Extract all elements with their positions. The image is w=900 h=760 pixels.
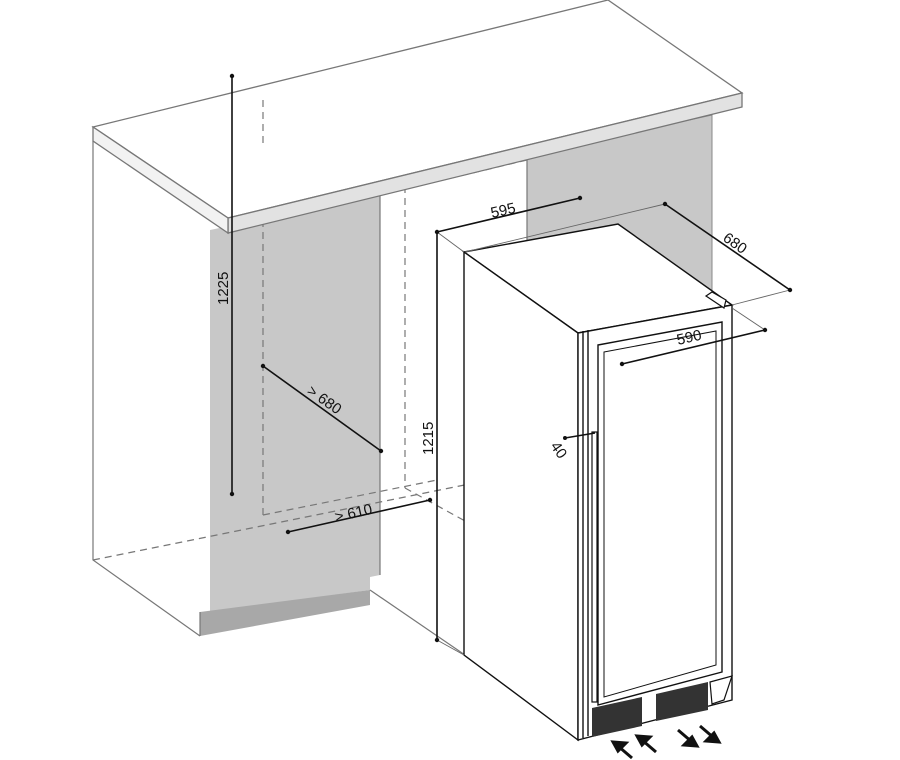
left-cabinet-side-panel [210, 195, 380, 612]
wine-cooler [462, 223, 734, 742]
vent-grille-left [592, 697, 642, 737]
airflow-in-arrows-icon [610, 734, 657, 760]
label-door-width: 590 [675, 327, 703, 349]
dimension-lines [229, 73, 793, 656]
label-appliance-width: 595 [489, 200, 517, 222]
door-handle [591, 431, 598, 703]
countertop [91, 0, 744, 235]
label-handle-depth: 40 [547, 439, 570, 462]
label-appliance-depth: 680 [720, 229, 750, 257]
label-niche-height: 1225 [215, 272, 232, 305]
airflow-out-arrows-icon [677, 724, 722, 748]
vent-grille-right [656, 682, 708, 721]
left-cabinet-plinth [200, 590, 370, 636]
label-appliance-height: 1215 [420, 422, 437, 455]
